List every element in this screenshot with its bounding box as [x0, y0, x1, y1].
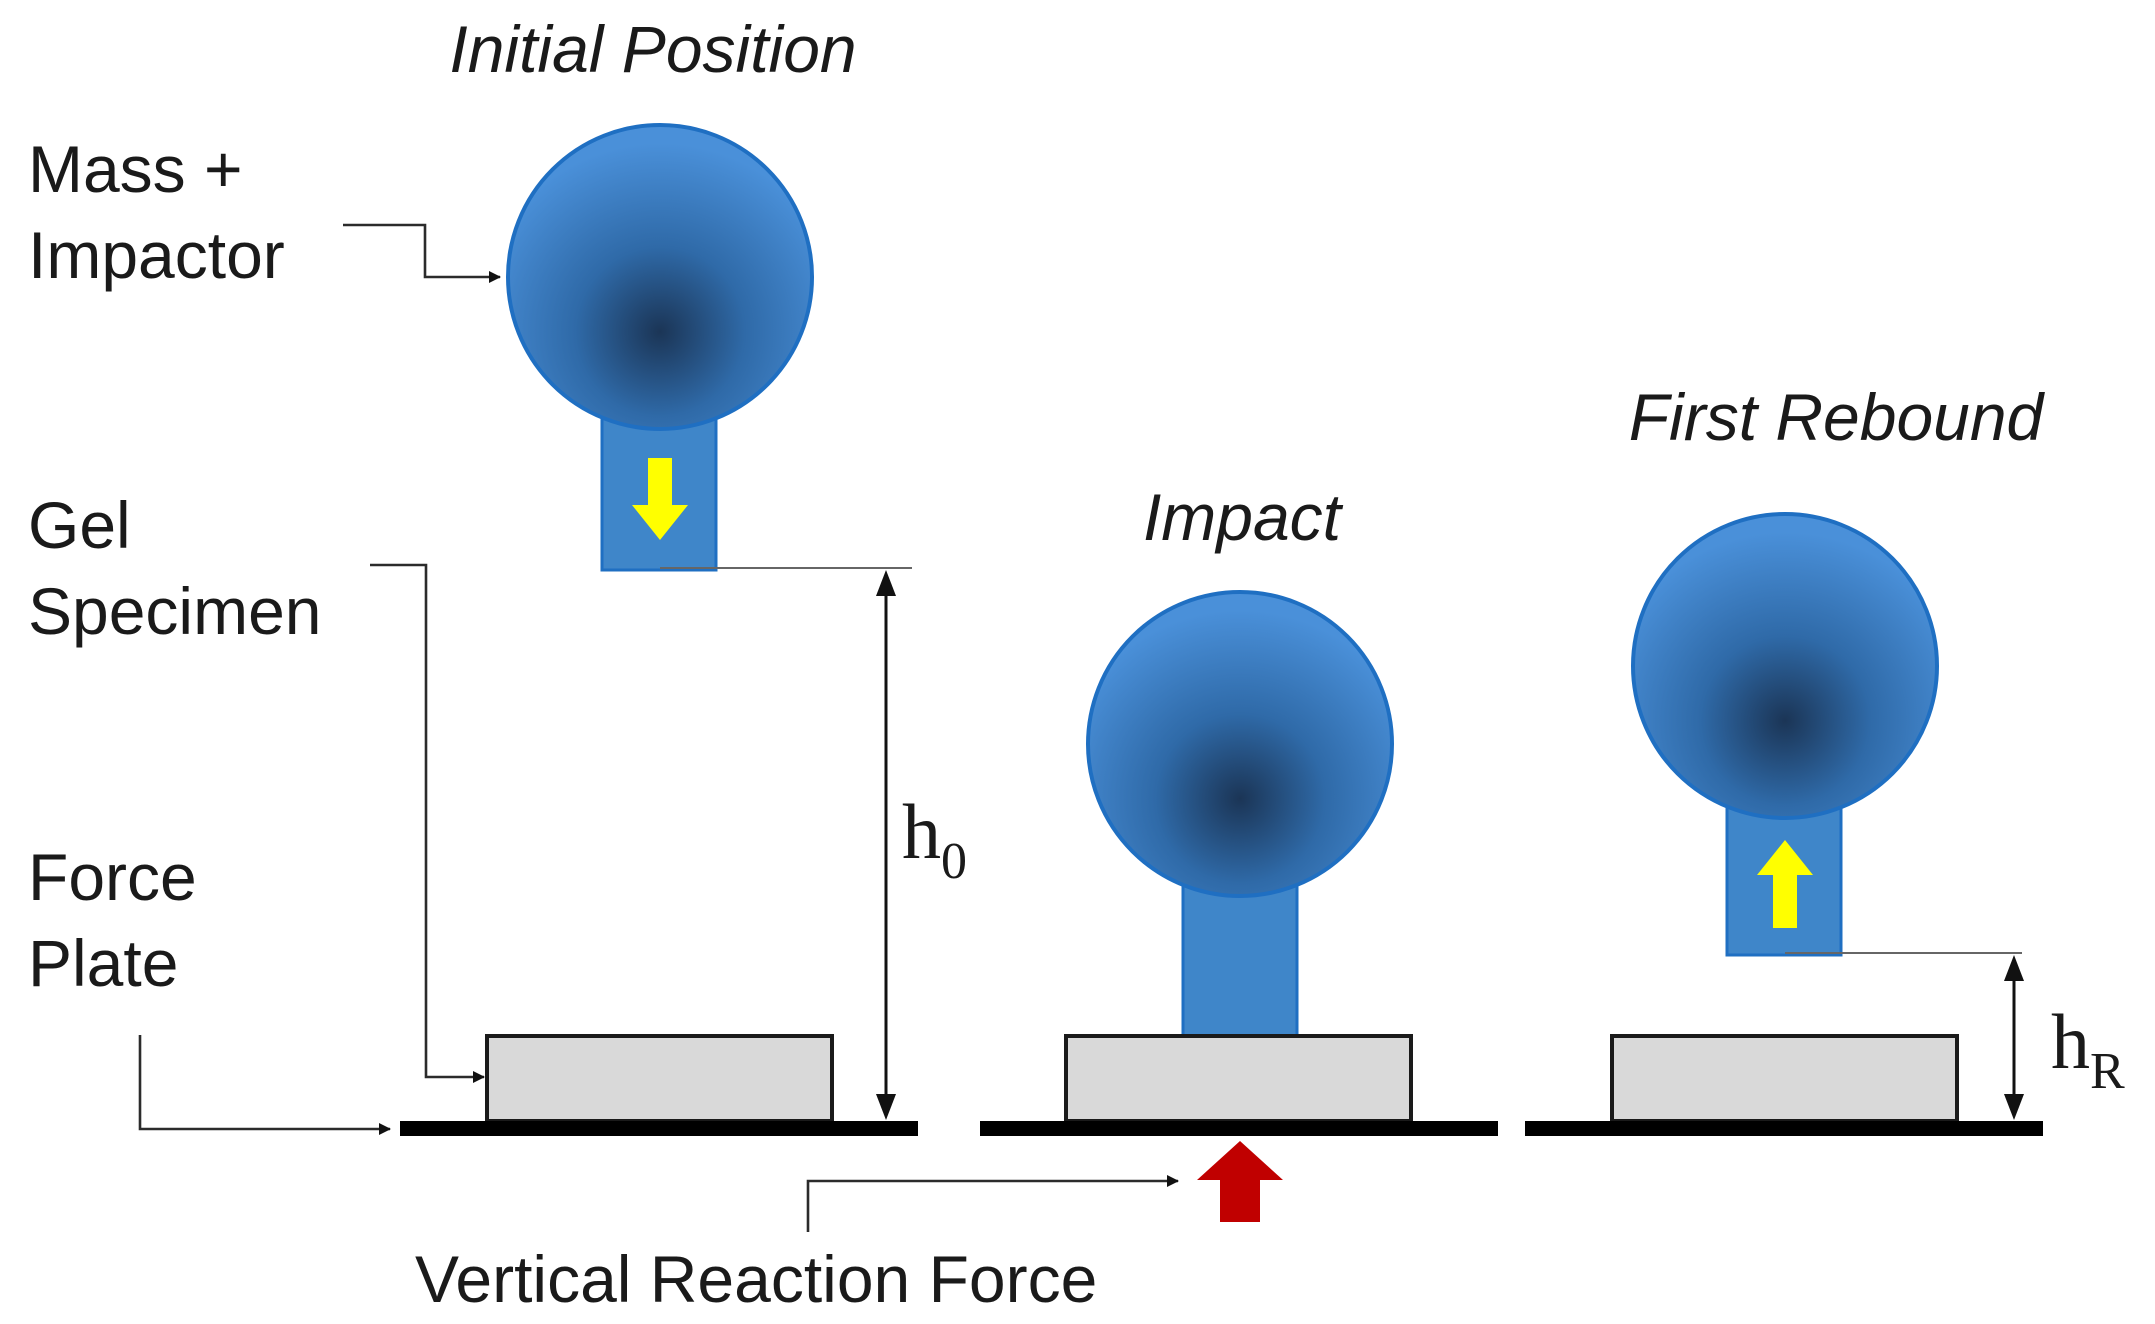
hr-label-subscript: R: [2090, 1043, 2125, 1100]
label-force-line2: Plate: [28, 926, 178, 1000]
gel-specimen-rebound: [1610, 1034, 1959, 1123]
label-gel-line2: Specimen: [28, 574, 322, 648]
title-first-rebound: First Rebound: [1629, 380, 2046, 454]
arrow-up-icon: [1757, 840, 1813, 928]
gel-specimen-initial: [485, 1034, 834, 1123]
force-plate-rebound: [1525, 1121, 2043, 1136]
label-force-line1: Force: [28, 840, 197, 914]
impactor-impact: [1086, 590, 1394, 1038]
gel-specimen-impact: [1064, 1034, 1413, 1123]
hr-arrowhead-bottom: [2004, 1094, 2024, 1120]
impactor-ball: [506, 123, 814, 431]
arrow-down-icon: [632, 458, 688, 540]
leader-gel-specimen: [370, 563, 485, 1083]
leader-force-plate: [138, 1035, 391, 1135]
impactor-initial: [506, 123, 814, 572]
label-mass-line1: Mass +: [28, 132, 243, 206]
leader-mass-impactor: [343, 223, 501, 283]
force-plate-impact: [980, 1121, 1498, 1136]
force-plate-initial: [400, 1121, 918, 1136]
impactor-rebound: [1631, 512, 1939, 957]
reaction-force-arrow-icon: [1197, 1141, 1283, 1222]
h0-label-subscript: 0: [941, 833, 967, 890]
title-impact: Impact: [1143, 480, 1344, 554]
h0-arrowhead-bottom: [876, 1094, 896, 1120]
h0-label: h0: [902, 788, 967, 890]
impactor-ball: [1086, 590, 1394, 898]
label-gel-line1: Gel: [28, 488, 131, 562]
title-initial-position: Initial Position: [449, 12, 856, 86]
label-vertical-reaction-force: Vertical Reaction Force: [415, 1242, 1097, 1316]
leader-reaction-force: [806, 1175, 1179, 1232]
h0-arrowhead-top: [876, 570, 896, 596]
hr-label-base: h: [2051, 998, 2090, 1085]
h0-label-base: h: [902, 788, 941, 875]
impactor-ball: [1631, 512, 1939, 820]
hr-arrowhead-top: [2004, 955, 2024, 981]
label-mass-line2: Impactor: [28, 218, 285, 292]
impactor-stem: [1181, 878, 1299, 1038]
hr-label: hR: [2051, 998, 2125, 1100]
